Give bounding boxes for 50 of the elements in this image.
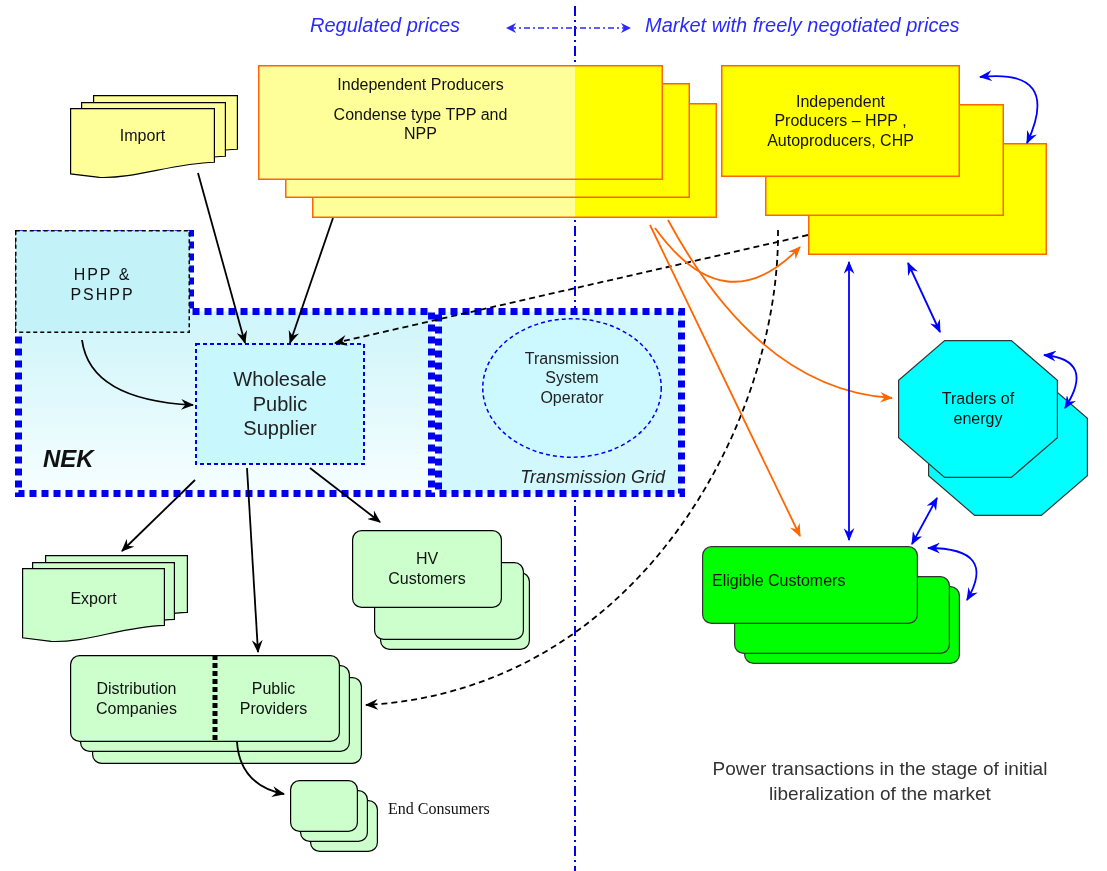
stacked-box — [258, 65, 717, 218]
double-arrow — [1042, 351, 1078, 409]
node-label: Public Providers — [238, 679, 309, 718]
arrow — [81, 339, 195, 410]
stacked-box — [702, 546, 960, 664]
arrow — [667, 219, 894, 403]
node-label: Traders of energy — [940, 389, 1016, 429]
node-label: Condense type TPP and NPP — [332, 104, 509, 144]
node-label: Wholesale Public Supplier — [232, 367, 328, 441]
document-stack — [70, 95, 238, 178]
region-label: Regulated prices — [310, 14, 461, 37]
arrow — [236, 741, 286, 797]
process-box — [195, 343, 365, 465]
node-label: Transmission Grid — [520, 467, 665, 489]
region-frame — [15, 230, 435, 497]
region-label: Market with freely negotiated prices — [645, 14, 960, 37]
arrow — [649, 224, 801, 537]
double-arrow — [843, 260, 855, 542]
ellipse-node — [482, 318, 662, 458]
node-label: Import — [119, 126, 166, 146]
stacked-box — [352, 530, 530, 650]
arrow — [288, 217, 334, 344]
arrow — [121, 479, 196, 552]
double-arrow — [907, 262, 941, 333]
arrow — [246, 467, 263, 654]
octagon-stack — [898, 340, 1088, 516]
dashed-box — [15, 230, 190, 333]
stacked-box — [721, 65, 1047, 255]
dashed-arrow — [364, 229, 779, 709]
node-label: Eligible Customers — [712, 571, 846, 591]
arrow — [197, 172, 248, 345]
node-label: NEK — [43, 443, 94, 473]
arrow — [654, 227, 801, 283]
node-label: Independent Producers – HPP , Autoproducers, CHP — [766, 91, 915, 151]
region-frame — [435, 308, 685, 497]
node-label: HPP & PSHPP — [69, 265, 136, 304]
dashed-arrow — [333, 234, 809, 346]
caption: Power transactions in the stage of initial liberalization of the market — [711, 757, 1049, 806]
node-label: Independent Producers — [337, 75, 504, 95]
double-arrow — [926, 543, 978, 601]
node-label: HV Customers — [387, 549, 467, 589]
double-arrow — [911, 497, 938, 545]
document-stack — [22, 555, 188, 642]
node-label: Transmission System Operator — [523, 348, 621, 408]
node-caption: End Consumers — [388, 800, 490, 818]
stacked-box — [70, 655, 362, 764]
arrow — [309, 467, 381, 523]
double-arrow — [978, 70, 1039, 144]
node-label: Export — [70, 589, 117, 609]
node-label: Distribution Companies — [95, 679, 178, 718]
